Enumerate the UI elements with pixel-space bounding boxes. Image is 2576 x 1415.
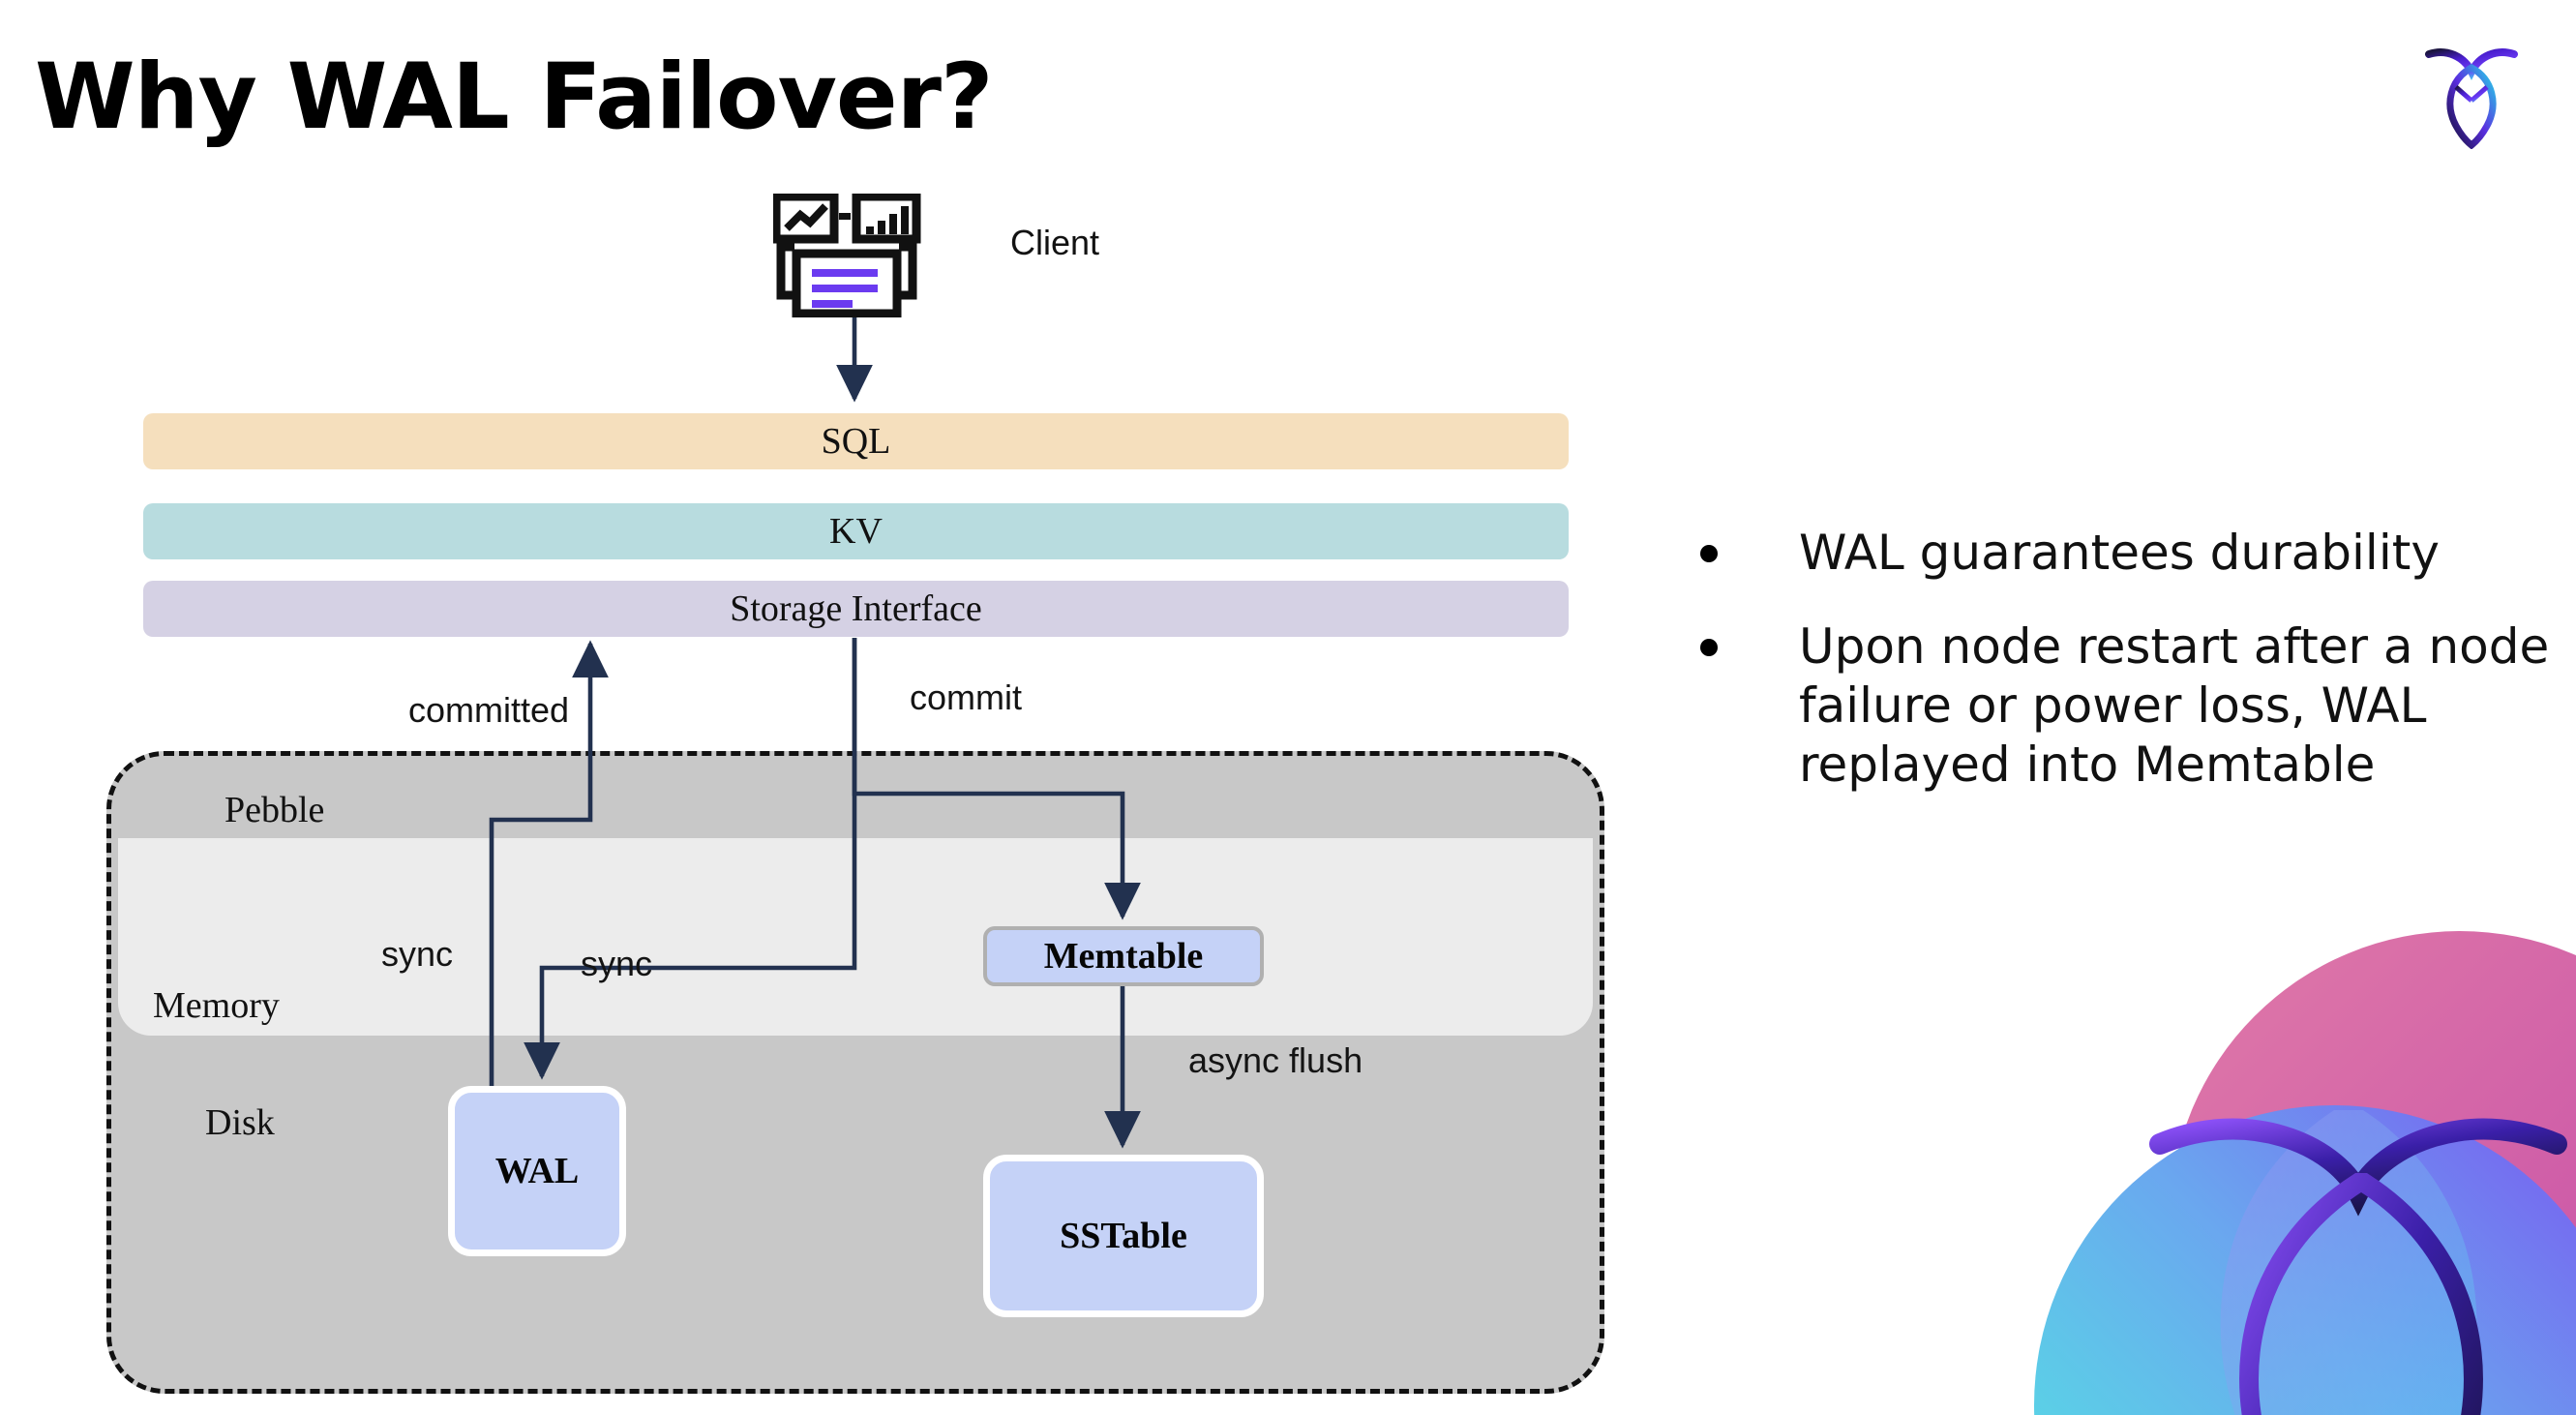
layer-bar-storage-interface: Storage Interface (143, 581, 1569, 637)
edge-label-committed: committed (408, 690, 570, 730)
client-label: Client (1010, 223, 1100, 262)
bullet-list: WAL guarantees durability Upon node rest… (1700, 524, 2552, 829)
bullet-text: Upon node restart after a node failure o… (1799, 618, 2550, 793)
layer-label-sql: SQL (821, 421, 891, 462)
decorative-brand-graphic (2034, 931, 2576, 1415)
page-title: Why WAL Failover? (35, 45, 994, 150)
edge-label-sync-2: sync (581, 944, 653, 983)
layer-bar-sql: SQL (143, 413, 1569, 469)
bullet-dot-icon (1700, 545, 1718, 562)
bullet-text: WAL guarantees durability (1799, 525, 2440, 581)
bullet-dot-icon (1700, 639, 1718, 656)
architecture-diagram: Pebble Memory Disk Client SQL KV Storage… (106, 194, 1604, 1394)
cockroachdb-logo (2425, 48, 2518, 149)
edge-label-async-flush: async flush (1188, 1040, 1363, 1080)
layer-bar-kv: KV (143, 503, 1569, 559)
node-wal[interactable]: WAL (448, 1086, 626, 1256)
node-label-wal: WAL (494, 1151, 580, 1191)
disk-label: Disk (205, 1102, 275, 1143)
pebble-label: Pebble (225, 790, 325, 830)
node-sstable[interactable]: SSTable (983, 1155, 1264, 1317)
node-label-sstable: SSTable (1060, 1216, 1187, 1256)
list-item: Upon node restart after a node failure o… (1700, 617, 2552, 795)
node-label-memtable: Memtable (1043, 936, 1204, 977)
client-dashboard-icon (773, 194, 921, 317)
edge-label-commit: commit (910, 677, 1022, 717)
memory-region (118, 838, 1593, 1036)
node-memtable[interactable]: Memtable (983, 926, 1264, 986)
layer-label-kv: KV (829, 511, 883, 552)
list-item: WAL guarantees durability (1700, 524, 2552, 583)
memory-label: Memory (153, 985, 280, 1026)
layer-label-storage-interface: Storage Interface (730, 588, 982, 629)
edge-label-sync-1: sync (381, 934, 454, 974)
